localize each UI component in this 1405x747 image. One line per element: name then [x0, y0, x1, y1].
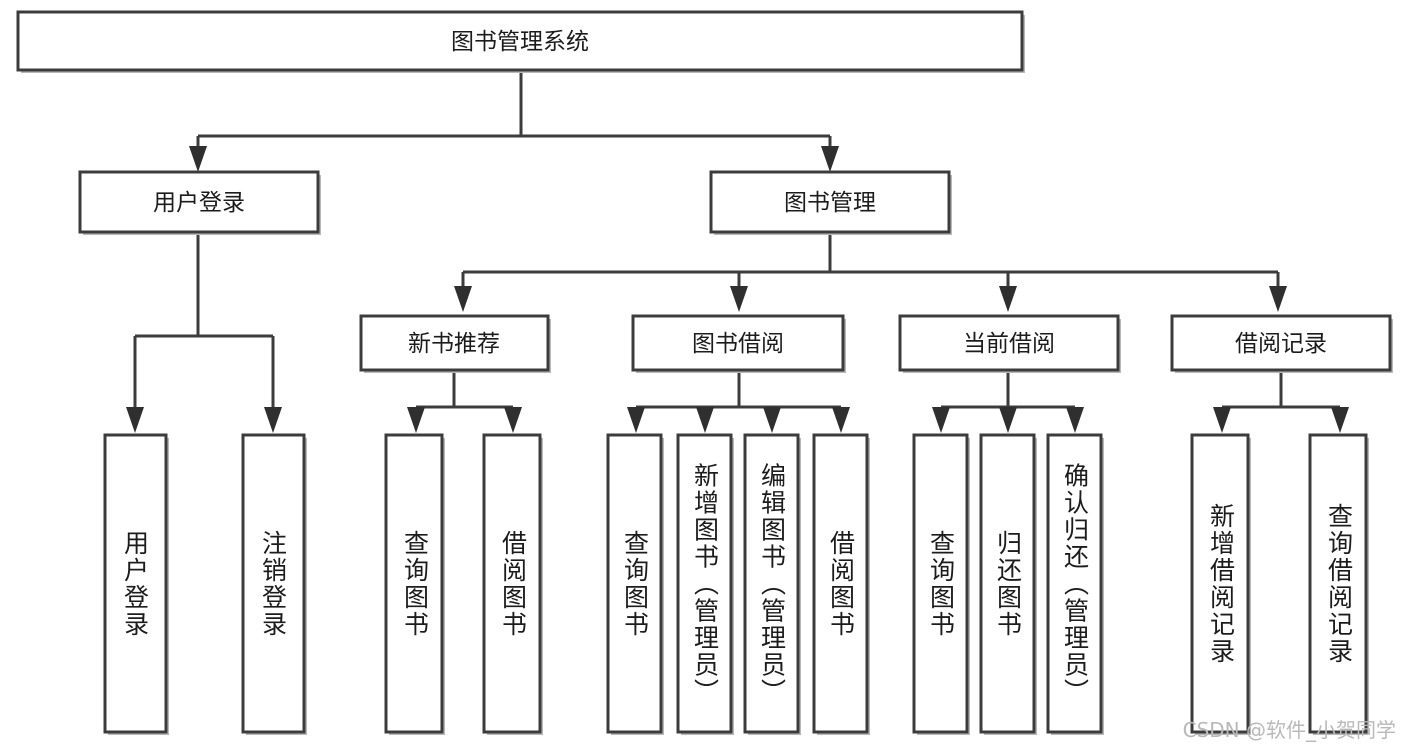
node-leaf-borrow-book-2[interactable]: 借阅图书 [812, 433, 870, 735]
arrow-to-book-manage [821, 146, 839, 172]
node-leaf-user-login-label: 用户登录 [121, 530, 150, 638]
node-leaf-add-book[interactable]: 新增图书（管理员） [676, 433, 734, 735]
arrow-leaf-user-logout [264, 407, 282, 433]
arrow-leaf-add-record [1213, 407, 1231, 433]
node-new-book-recommend-label: 新书推荐 [408, 331, 500, 357]
node-root[interactable]: 图书管理系统 [16, 10, 1025, 73]
node-leaf-user-logout-label: 注销登录 [259, 530, 288, 638]
node-leaf-return-book[interactable]: 归还图书 [979, 433, 1037, 735]
arrow-to-new-book [454, 286, 472, 312]
arrow-leaf-query-record [1331, 407, 1349, 433]
arrow-to-current-borrow [999, 286, 1017, 312]
node-book-borrow[interactable]: 图书借阅 [631, 314, 846, 373]
node-leaf-confirm-return[interactable]: 确认归还（管理员） [1046, 433, 1104, 735]
node-leaf-add-book-label: 新增图书（管理员） [691, 463, 720, 706]
arrow-leaf-return-book [999, 407, 1017, 433]
node-leaf-query-book-3[interactable]: 查询图书 [912, 433, 970, 735]
arrow-leaf-query-book-2 [627, 407, 645, 433]
arrow-leaf-query-book-1 [407, 407, 425, 433]
arrow-to-book-borrow [730, 286, 748, 312]
node-borrow-record-label: 借阅记录 [1235, 331, 1327, 357]
node-leaf-confirm-return-label: 确认归还（管理员） [1061, 463, 1090, 706]
node-user-login-label: 用户登录 [153, 190, 245, 216]
node-leaf-add-record[interactable]: 新增借阅记录 [1190, 433, 1251, 735]
node-leaf-add-record-label: 新增借阅记录 [1207, 503, 1236, 665]
arrow-leaf-add-book [696, 407, 714, 433]
node-leaf-user-login[interactable]: 用户登录 [103, 433, 169, 735]
node-leaf-user-logout[interactable]: 注销登录 [241, 433, 307, 735]
node-root-label: 图书管理系统 [451, 29, 589, 55]
node-leaf-query-book-3-label: 查询图书 [927, 530, 956, 638]
node-leaf-query-book-2[interactable]: 查询图书 [606, 433, 664, 735]
node-current-borrow-label: 当前借阅 [963, 331, 1055, 357]
node-leaf-borrow-book-2-label: 借阅图书 [827, 530, 856, 638]
node-leaf-query-book-2-label: 查询图书 [621, 530, 650, 638]
node-current-borrow[interactable]: 当前借阅 [898, 314, 1121, 373]
arrow-leaf-user-login [126, 407, 144, 433]
arrow-to-user-login [189, 146, 207, 172]
node-leaf-edit-book[interactable]: 编辑图书（管理员） [743, 433, 801, 735]
arrow-leaf-query-book-3 [932, 407, 950, 433]
node-leaf-return-book-label: 归还图书 [994, 530, 1023, 638]
node-leaf-query-record-label: 查询借阅记录 [1325, 503, 1354, 665]
arrow-leaf-borrow-book-2 [832, 407, 850, 433]
node-user-login[interactable]: 用户登录 [78, 170, 321, 235]
node-leaf-edit-book-label: 编辑图书（管理员） [758, 463, 787, 706]
node-leaf-query-book-1[interactable]: 查询图书 [384, 433, 445, 735]
node-leaf-query-book-1-label: 查询图书 [401, 530, 430, 638]
arrow-leaf-edit-book [763, 407, 781, 433]
csdn-watermark: CSDN @软件_小贺同学 [1183, 718, 1396, 742]
node-leaf-borrow-book-1-label: 借阅图书 [499, 530, 528, 638]
node-book-manage-label: 图书管理 [784, 190, 876, 216]
arrow-leaf-borrow-book-1 [504, 407, 522, 433]
node-leaf-query-record[interactable]: 查询借阅记录 [1308, 433, 1369, 735]
arrow-leaf-confirm-return [1066, 407, 1084, 433]
node-new-book-recommend[interactable]: 新书推荐 [359, 314, 551, 373]
node-borrow-record[interactable]: 借阅记录 [1170, 314, 1393, 373]
connector-layer [126, 70, 1349, 433]
arrow-to-borrow-record [1269, 286, 1287, 312]
node-book-borrow-label: 图书借阅 [692, 331, 784, 357]
node-book-manage[interactable]: 图书管理 [709, 170, 952, 235]
node-leaf-borrow-book-1[interactable]: 借阅图书 [482, 433, 543, 735]
